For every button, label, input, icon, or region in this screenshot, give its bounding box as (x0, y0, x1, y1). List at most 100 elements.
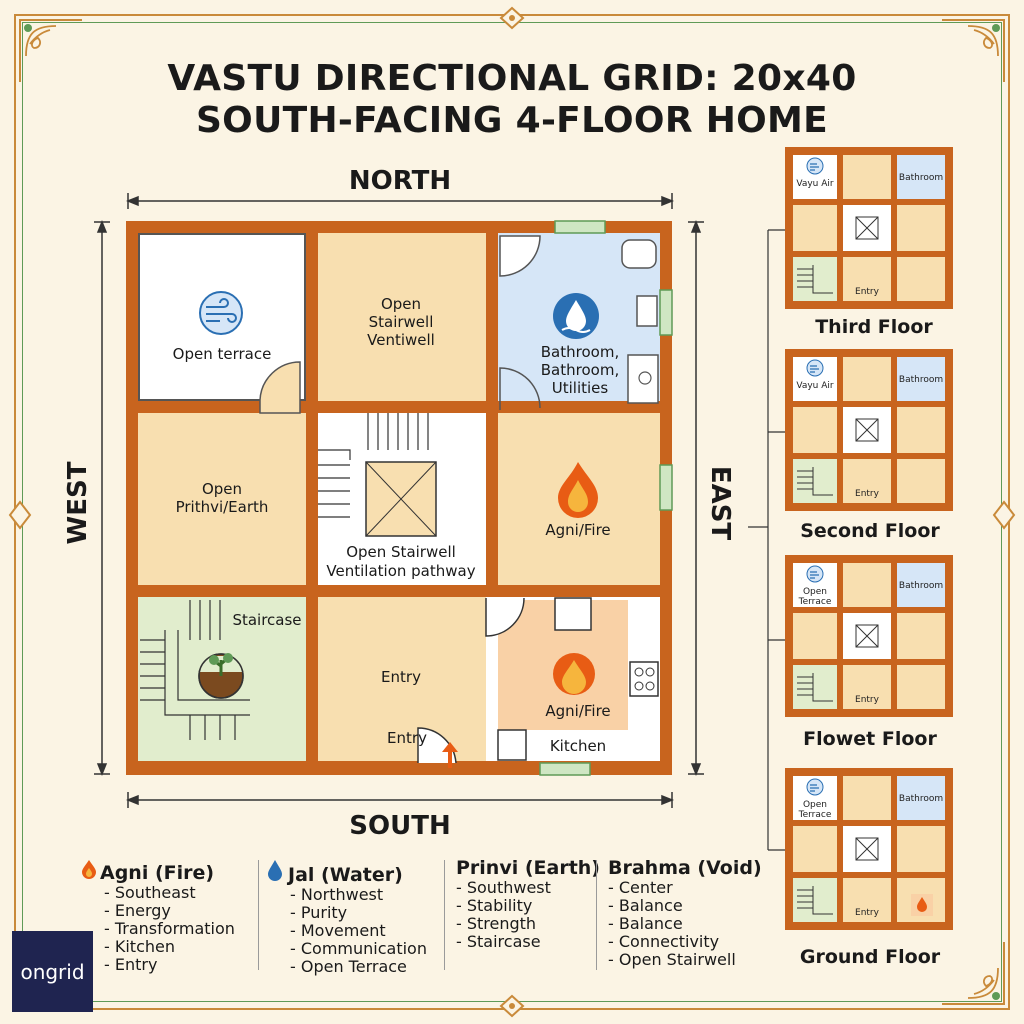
mini-nw-label: Vayu Air (796, 179, 834, 189)
right-ornament-icon (992, 500, 1016, 530)
mini-entry-label: Entry (855, 908, 879, 918)
legend-separator (596, 860, 597, 970)
label-southeast-fire: Agni/Fire (545, 702, 611, 720)
fire-icon (553, 653, 595, 695)
legend-brahma-item: - Balance (608, 914, 683, 933)
floor-label-third: Third Floor (815, 316, 933, 338)
mini-room (897, 563, 945, 607)
mini-nw-label: Open Terrace (798, 800, 832, 820)
mini-air-icon (806, 359, 824, 377)
mini-room (897, 665, 945, 709)
label-east-fire: Agni/Fire (545, 521, 611, 539)
mini-room (793, 613, 837, 659)
mini-room (897, 776, 945, 820)
legend-jal-head: Jal (Water) (288, 864, 403, 886)
label-northeast-2: Bathroom, (540, 361, 620, 379)
mini-air-icon (806, 778, 824, 796)
label-northeast-3: Utilities (551, 379, 609, 397)
legend-separator (444, 860, 445, 970)
mini-nw-label: Open Terrace (798, 587, 832, 607)
mini-air-icon (806, 565, 824, 583)
legend-brahma: Brahma (Void) - Center - Balance - Balan… (608, 859, 762, 969)
legend-brahma-item: - Open Stairwell (608, 950, 736, 969)
label-north-1: Open (380, 295, 422, 313)
mini-room (793, 826, 837, 872)
mini-bathroom-label: Bathroom (898, 375, 944, 385)
floor-label-first: Flowet Floor (803, 728, 937, 750)
floor-label-second: Second Floor (800, 520, 940, 542)
mini-entry-label: Entry (855, 287, 879, 297)
mini-room (793, 459, 837, 503)
mini-nw-label: Vayu Air (796, 381, 834, 391)
floor-label-ground: Ground Floor (799, 946, 941, 968)
legend-agni-head: Agni (Fire) (100, 862, 215, 884)
mini-stairwell-icon (855, 837, 879, 861)
label-open-terrace: Open terrace (172, 345, 272, 363)
mini-staircase-icon (797, 886, 833, 915)
corner-ornament-icon (942, 19, 1005, 82)
top-ornament-icon (499, 6, 525, 30)
mini-staircase-icon (797, 673, 833, 702)
legend-agni-item: - Southeast (104, 883, 196, 902)
mini-staircase-icon (797, 467, 833, 496)
mini-room (897, 205, 945, 251)
legend-prithvi-item: - Staircase (456, 932, 541, 951)
label-staircase: Staircase (232, 611, 302, 629)
mini-room (843, 357, 891, 401)
earth-tree-icon (198, 653, 244, 699)
mini-room (793, 878, 837, 922)
mini-room (843, 459, 891, 503)
mini-room (897, 613, 945, 659)
mini-stairwell-icon (855, 624, 879, 648)
mini-bathroom-label: Bathroom (898, 794, 944, 804)
mini-stairwell-icon (855, 418, 879, 442)
logo-text: ongrid (20, 959, 85, 984)
legend-jal-item: - Purity (290, 903, 348, 922)
label-north-3: Ventiwell (367, 331, 435, 349)
label-entry-top: Entry (381, 668, 421, 686)
label-west-2: Prithvi/Earth (175, 498, 269, 516)
mini-room (793, 257, 837, 301)
legend-jal-item: - Northwest (290, 885, 384, 904)
legend-agni-item: - Energy (104, 901, 171, 920)
legend-jal-item: - Communication (290, 939, 427, 958)
mini-room (897, 357, 945, 401)
mini-room (897, 459, 945, 503)
legend-prithvi-item: - Southwest (456, 878, 551, 897)
label-northeast-1: Bathroom, (540, 343, 620, 361)
direction-south: SOUTH (349, 811, 451, 841)
legend-brahma-item: - Balance (608, 896, 683, 915)
legend-prithvi-item: - Stability (456, 896, 533, 915)
water-drop-icon (266, 859, 288, 884)
mini-staircase-icon (797, 265, 833, 294)
bottom-ornament-icon (499, 994, 525, 1018)
mini-bathroom-label: Bathroom (898, 173, 944, 183)
legend-agni: Agni (Fire) - Southeast - Energy - Trans… (80, 859, 235, 974)
title-line-1: VASTU DIRECTIONAL GRID: 20x40 (167, 58, 857, 99)
legend-brahma-item: - Connectivity (608, 932, 720, 951)
left-ornament-icon (8, 500, 32, 530)
legend-brahma-item: - Center (608, 878, 673, 897)
room-north (318, 233, 486, 401)
legend-agni-item: - Kitchen (104, 937, 175, 956)
mini-fire-icon (911, 894, 933, 916)
mini-entry-label: Entry (855, 695, 879, 705)
label-entry-bottom: Entry (387, 729, 427, 747)
mini-room (843, 155, 891, 199)
corner-ornament-icon (942, 942, 1005, 1005)
legend-agni-item: - Entry (104, 955, 158, 974)
mini-room (843, 665, 891, 709)
mini-room (897, 407, 945, 453)
mini-room (793, 665, 837, 709)
legend-jal: Jal (Water) - Northwest - Purity - Movem… (266, 859, 427, 976)
ongrid-logo: ongrid (12, 931, 93, 1012)
mini-room (843, 776, 891, 820)
mini-room (843, 257, 891, 301)
label-kitchen: Kitchen (549, 737, 607, 755)
mini-room (897, 155, 945, 199)
legend-prithvi: Prinvi (Earth) - Southwest - Stability -… (456, 859, 600, 951)
legend-agni-item: - Transformation (104, 919, 235, 938)
